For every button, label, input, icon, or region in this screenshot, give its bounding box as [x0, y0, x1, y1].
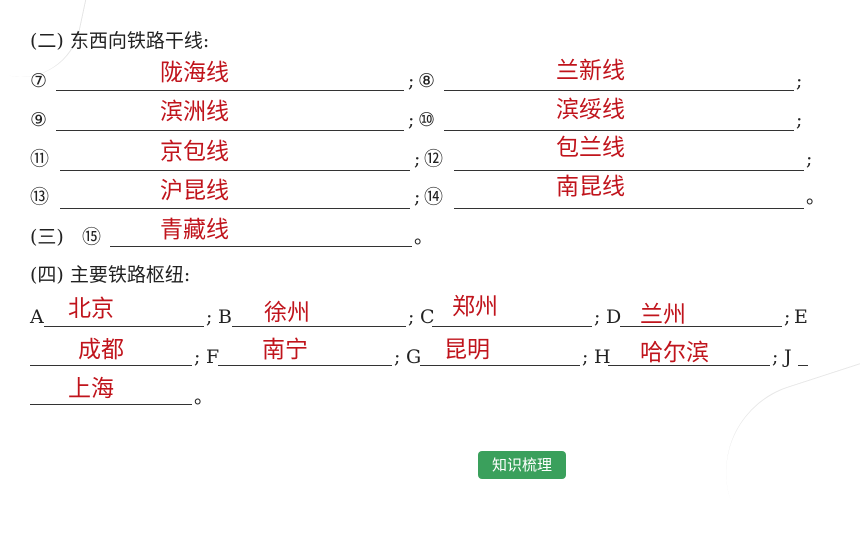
answer-blank[interactable]: [218, 345, 392, 366]
separator: ;: [784, 306, 791, 328]
answer-blank[interactable]: [454, 150, 804, 171]
answer-text: 滨洲线: [160, 99, 229, 125]
separator: ;: [194, 346, 201, 368]
answer-blank[interactable]: [60, 188, 410, 209]
answer-text: 包兰线: [556, 135, 625, 161]
hub-letter: J: [784, 346, 792, 368]
answer-blank[interactable]: [60, 150, 410, 171]
hub-letter: E: [794, 306, 808, 328]
answer-text: 徐州: [264, 300, 310, 326]
answer-text: 北京: [68, 296, 114, 322]
separator: ;: [408, 109, 415, 131]
item-number: ⑪: [30, 148, 50, 170]
item-number: ⑮: [82, 226, 102, 248]
answer-blank[interactable]: [44, 306, 204, 327]
item-number: ⑧: [418, 70, 436, 92]
knowledge-review-button[interactable]: 知识梳理: [478, 451, 566, 479]
answer-text: 京包线: [160, 139, 229, 165]
answer-text: 南昆线: [556, 174, 625, 200]
separator: ;: [796, 109, 803, 131]
answer-blank[interactable]: [608, 345, 770, 366]
item-number: ⑭: [424, 186, 444, 208]
answer-text: 陇海线: [160, 60, 229, 86]
separator: ;: [408, 306, 415, 328]
separator: ;: [582, 346, 589, 368]
answer-text: 哈尔滨: [640, 340, 709, 366]
item-number: ⑨: [30, 109, 48, 131]
answer-blank[interactable]: [444, 70, 794, 91]
separator: 。: [414, 226, 434, 248]
answer-text: 成都: [78, 337, 124, 363]
answer-text: 南宁: [262, 337, 308, 363]
answer-blank[interactable]: [110, 226, 412, 247]
answer-blank[interactable]: [420, 345, 580, 366]
answer-blank[interactable]: [56, 70, 404, 91]
separator: ;: [796, 70, 803, 92]
answer-text: 昆明: [444, 337, 490, 363]
separator: ;: [772, 346, 779, 368]
section-heading: (二) 东西向铁路干线:: [30, 30, 210, 52]
separator: ;: [394, 346, 401, 368]
section-heading: (四) 主要铁路枢纽:: [30, 264, 191, 286]
item-number: ⑫: [424, 148, 444, 170]
hub-letter: G: [406, 346, 422, 368]
separator: 。: [806, 186, 826, 208]
answer-text: 沪昆线: [160, 178, 229, 204]
separator: ;: [806, 148, 813, 170]
decorative-curve: [702, 358, 860, 548]
hub-letter: F: [206, 346, 220, 368]
answer-text: 青藏线: [160, 217, 229, 243]
answer-blank[interactable]: [444, 110, 794, 131]
answer-blank[interactable]: [30, 384, 192, 405]
answer-blank[interactable]: [432, 306, 592, 327]
answer-text: 上海: [68, 376, 114, 402]
answer-blank[interactable]: [30, 345, 192, 366]
separator: ;: [414, 148, 421, 170]
answer-text: 滨绥线: [556, 97, 625, 123]
answer-blank[interactable]: [454, 188, 804, 209]
answer-blank[interactable]: [620, 306, 782, 327]
item-number: ⑩: [418, 109, 436, 131]
hub-letter: A: [30, 306, 44, 328]
separator: 。: [194, 386, 214, 408]
hub-letter: D: [606, 306, 622, 328]
item-number: ⑦: [30, 70, 48, 92]
answer-text: 兰州: [640, 302, 686, 328]
section-label: (三): [30, 226, 64, 248]
answer-text: 郑州: [452, 294, 498, 320]
separator: ;: [206, 306, 213, 328]
answer-blank[interactable]: [232, 306, 406, 327]
answer-blank[interactable]: [798, 345, 808, 366]
hub-letter: H: [594, 346, 611, 368]
separator: ;: [414, 186, 421, 208]
separator: ;: [408, 70, 415, 92]
hub-letter: C: [420, 306, 435, 328]
answer-blank[interactable]: [56, 110, 404, 131]
separator: ;: [594, 306, 601, 328]
item-number: ⑬: [30, 186, 50, 208]
answer-text: 兰新线: [556, 58, 625, 84]
hub-letter: B: [218, 306, 232, 328]
